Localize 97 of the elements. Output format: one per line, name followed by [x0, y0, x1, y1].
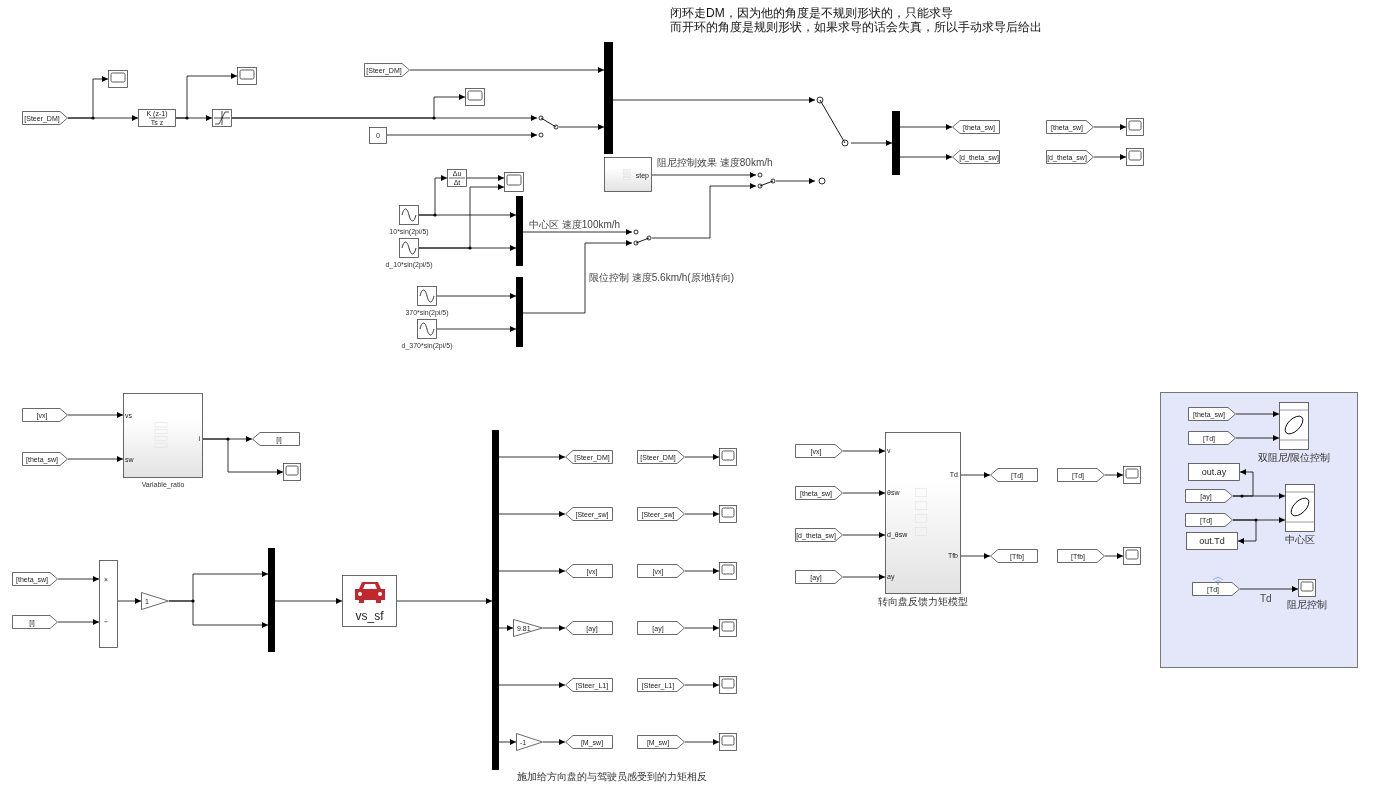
from-tag	[637, 735, 685, 749]
block-label: vs_sf	[355, 609, 384, 623]
from-tag	[795, 528, 843, 542]
goto-tag	[565, 621, 613, 635]
block-caption: 阻尼控制	[1287, 599, 1327, 611]
block-label: out.Td	[1199, 535, 1225, 547]
from-tag	[1188, 407, 1236, 421]
from-tag	[795, 570, 843, 584]
from-tag	[637, 621, 685, 635]
scope-block	[719, 448, 737, 466]
area-panel	[1160, 392, 1358, 668]
vehicle-block	[342, 575, 397, 627]
gain-triangle	[141, 592, 169, 610]
from-tag	[637, 450, 685, 464]
derivative-block	[138, 109, 176, 127]
xy-graph-block	[1285, 484, 1315, 532]
scope-block	[1126, 118, 1144, 136]
from-tag	[637, 564, 685, 578]
xy-graph-block	[1279, 402, 1309, 450]
goto-tag	[565, 564, 613, 578]
edge-label: 中心区 速度100km/h	[528, 219, 622, 231]
scope-block	[719, 562, 737, 580]
scope-block	[1123, 466, 1141, 484]
sine-source-block	[417, 319, 437, 339]
mux-bar	[268, 548, 275, 652]
scope-block	[1123, 547, 1141, 565]
goto-tag	[952, 150, 1000, 164]
mux-bar	[516, 277, 523, 347]
sine-source-block	[399, 238, 419, 258]
constant-block	[369, 127, 387, 144]
mux-bar	[604, 42, 613, 154]
saturation-block	[212, 109, 232, 127]
switch-symbol	[815, 95, 851, 187]
from-tag	[12, 572, 58, 586]
from-tag	[795, 486, 843, 500]
scope-block	[719, 733, 737, 751]
from-tag	[22, 452, 68, 466]
block-caption: 双阻尼/限位控制	[1257, 452, 1331, 464]
scope-block	[719, 505, 737, 523]
switch-symbol	[756, 170, 776, 190]
goto-tag	[565, 507, 613, 521]
block-caption: 转向盘反馈力矩模型	[878, 596, 968, 608]
mux-bar	[516, 196, 523, 266]
from-tag	[1046, 150, 1094, 164]
derivative-block	[447, 169, 467, 187]
divide-block	[99, 560, 118, 648]
switch-symbol	[632, 227, 652, 247]
switch-symbol	[537, 112, 559, 140]
goto-tag	[952, 120, 1000, 134]
from-tag	[22, 111, 68, 125]
edge-label: Td	[1259, 593, 1273, 605]
scope-block	[108, 70, 128, 88]
output-block	[1186, 532, 1238, 550]
from-tag	[12, 615, 58, 629]
subsystem-block	[604, 157, 652, 192]
from-tag	[795, 444, 843, 458]
scope-block	[1126, 148, 1144, 166]
from-tag	[364, 63, 410, 77]
edge-label: 限位控制 速度5.6km/h(原地转向)	[588, 272, 735, 284]
subsystem-block	[885, 432, 961, 594]
gain-triangle	[513, 619, 543, 637]
mux-bar	[892, 111, 900, 175]
note-text: 而开环的角度是规则形状，如果求导的话会失真，所以手动求导后给出	[670, 20, 1042, 34]
from-tag	[1192, 582, 1240, 596]
scope-block	[465, 88, 485, 106]
block-caption: 中心区	[1285, 534, 1315, 546]
subsystem-block	[123, 393, 203, 478]
sine-source-block	[399, 205, 419, 225]
goto-tag	[565, 678, 613, 692]
scope-block	[719, 619, 737, 637]
from-tag	[1046, 120, 1094, 134]
goto-tag	[990, 468, 1038, 482]
block-label: out.ay	[1201, 466, 1227, 478]
from-tag	[1188, 431, 1236, 445]
goto-tag	[565, 735, 613, 749]
from-tag	[1057, 549, 1105, 563]
goto-tag	[990, 549, 1038, 563]
scope-block	[504, 172, 524, 192]
output-block	[1188, 463, 1240, 481]
from-tag	[1057, 468, 1105, 482]
goto-tag	[252, 432, 300, 446]
sine-source-block	[417, 286, 437, 306]
scope-block	[283, 463, 301, 481]
scope-block	[719, 676, 737, 694]
from-tag	[637, 507, 685, 521]
from-tag	[637, 678, 685, 692]
gain-triangle	[516, 733, 543, 751]
scope-block	[1298, 579, 1316, 597]
from-tag	[1185, 489, 1233, 503]
goto-tag	[565, 450, 613, 464]
from-tag	[22, 408, 68, 422]
scope-block	[237, 67, 257, 85]
annotation-text: 施加给方向盘的与驾驶员感受到的力矩相反	[517, 771, 707, 783]
from-tag	[1185, 513, 1233, 527]
mux-bar	[492, 430, 499, 770]
note-text: 闭环走DM，因为他的角度是不规则形状的，只能求导	[670, 6, 953, 20]
edge-label: 阻尼控制效果 速度80km/h	[656, 157, 774, 169]
